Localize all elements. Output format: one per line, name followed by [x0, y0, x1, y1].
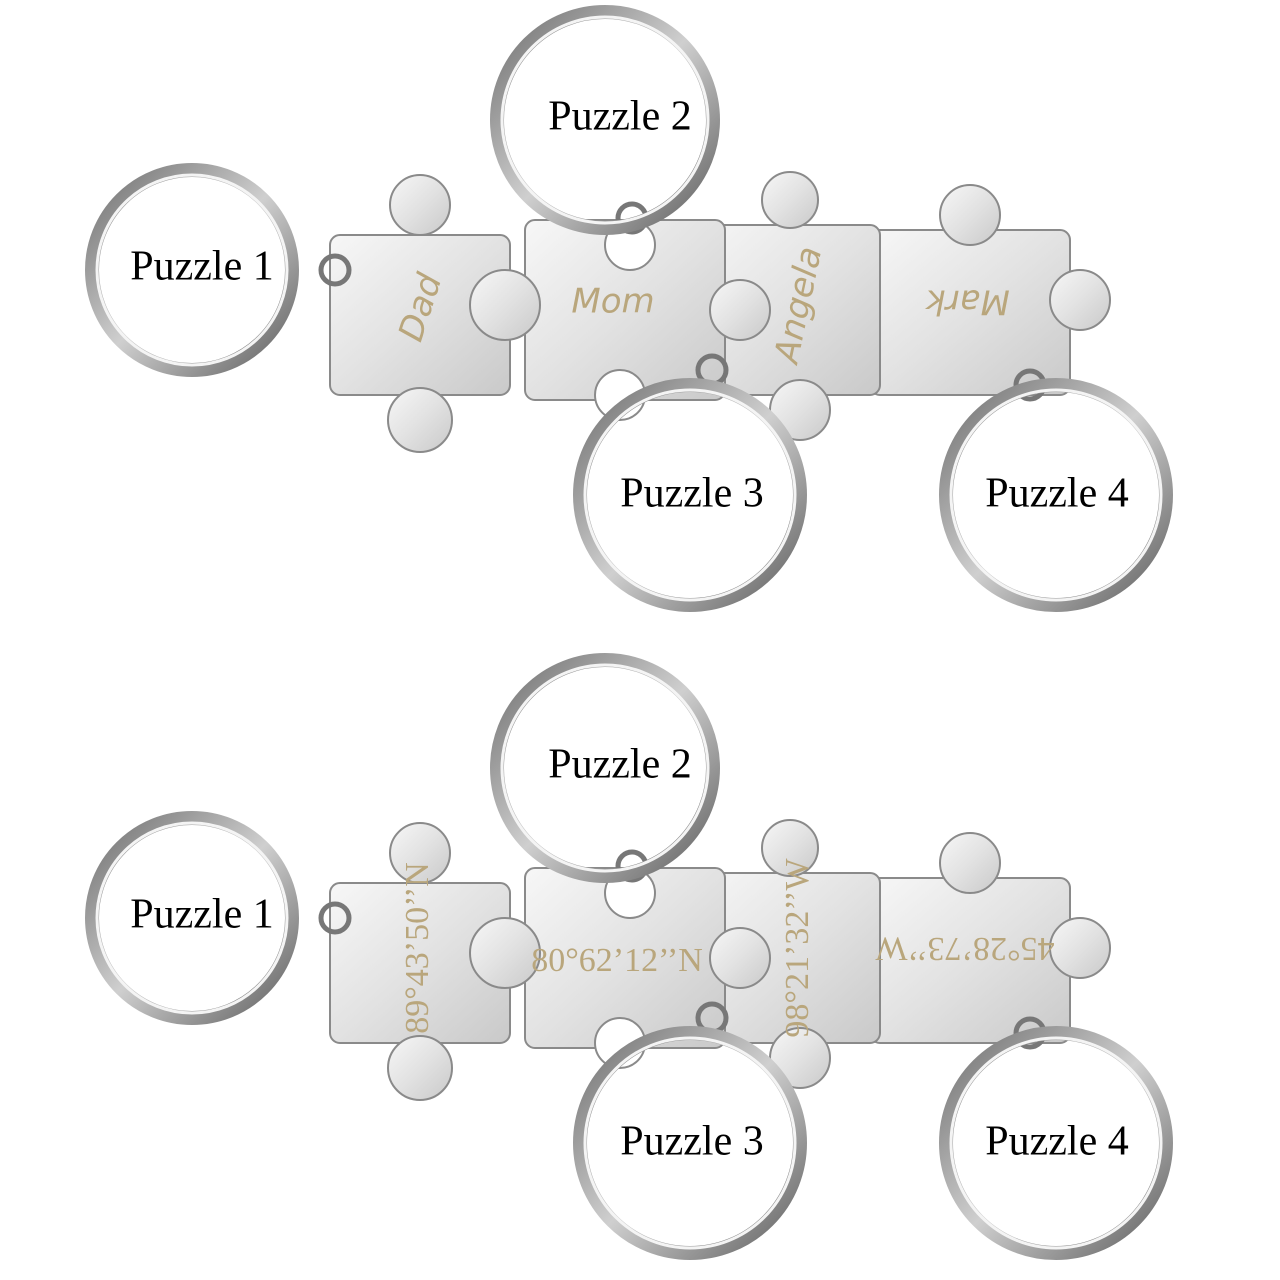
engraving-coordinate-3: 98°21’32’’W: [779, 858, 816, 1038]
ring-label-puzzle-3: Puzzle 3: [620, 1119, 763, 1165]
key-ring-2: [490, 5, 720, 235]
engraving-mom: Mom: [571, 282, 654, 322]
ring-highlight: [949, 388, 1163, 602]
key-ring-4: [939, 1026, 1173, 1260]
ring-label-puzzle-3: Puzzle 3: [620, 471, 763, 517]
engraving-coordinate-1: 89°43’50’’N: [399, 862, 436, 1034]
key-ring-1: [85, 811, 299, 1025]
key-ring-4: [939, 378, 1173, 612]
keychain-set-coordinates: Puzzle 1 Puzzle 2 Puzzle 3 Puzzle 4 89°4…: [85, 653, 1173, 1260]
key-ring-2: [490, 653, 720, 883]
key-ring-3: [573, 1026, 807, 1260]
jump-ring: [318, 253, 352, 287]
ring-highlight: [95, 821, 289, 1015]
jump-ring: [318, 901, 352, 935]
engraving-mark: Mark: [925, 282, 1010, 322]
engraving-coordinate-4: 45°28’73’’W: [875, 930, 1055, 967]
ring-label-puzzle-1: Puzzle 1: [130, 892, 273, 938]
ring-label-puzzle-2: Puzzle 2: [548, 94, 691, 140]
ring-label-puzzle-4: Puzzle 4: [985, 1119, 1128, 1165]
ring-highlight: [583, 1036, 797, 1250]
keychain-set-names: Puzzle 1 Puzzle 2 Puzzle 3 Puzzle 4 Dad …: [85, 5, 1173, 612]
ring-highlight: [583, 388, 797, 602]
key-ring-3: [573, 378, 807, 612]
key-ring-1: [85, 163, 299, 377]
ring-label-puzzle-1: Puzzle 1: [130, 244, 273, 290]
ring-highlight: [500, 663, 710, 873]
engraving-coordinate-2: 80°62’12’’N: [531, 942, 703, 979]
ring-label-puzzle-2: Puzzle 2: [548, 742, 691, 788]
ring-highlight: [500, 15, 710, 225]
ring-label-puzzle-4: Puzzle 4: [985, 471, 1128, 517]
ring-highlight: [95, 173, 289, 367]
ring-highlight: [949, 1036, 1163, 1250]
